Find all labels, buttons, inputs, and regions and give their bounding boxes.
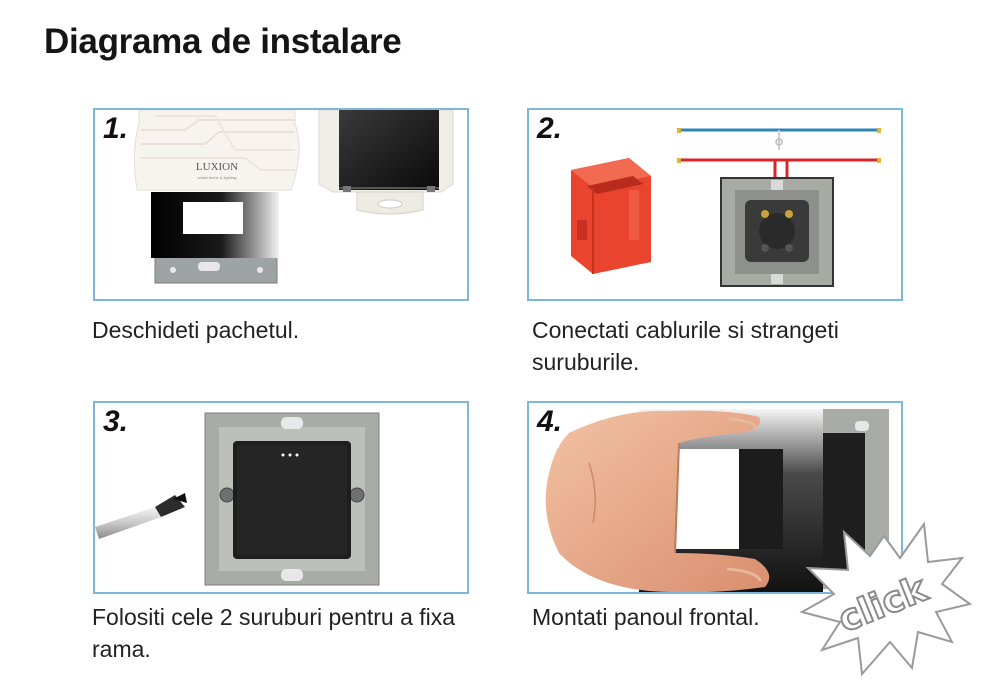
step-1-panel: 1. LUXION smart home & lighting [93, 108, 469, 301]
step-2-panel: 2. [527, 108, 903, 301]
step-3-caption: Folositi cele 2 suruburi pentru a fixa r… [92, 604, 456, 662]
step-4-panel: 4. [527, 401, 903, 594]
click-burst-badge: click [799, 521, 972, 677]
step-4-number: 4. [537, 405, 563, 438]
burst-shape [799, 521, 972, 677]
step-1-number: 1. [103, 112, 129, 145]
step-2-illustration [571, 128, 881, 287]
step-3-number: 3. [103, 405, 129, 438]
step-1-illustration: LUXION smart home & lighting [133, 110, 454, 284]
step-4-caption: Montati panoul frontal. [532, 604, 760, 630]
step-1-caption: Deschideti pachetul. [92, 317, 300, 343]
step-3-illustration [95, 412, 380, 586]
step-3-panel: 3. [93, 401, 469, 594]
page-title: Diagrama de instalare [44, 22, 402, 61]
step-4-illustration [545, 409, 889, 592]
step-2-caption: Conectati cablurile si strangeti surubur… [532, 317, 839, 375]
brand-tagline: smart home & lighting [198, 175, 237, 180]
brand-logo: LUXION [196, 161, 238, 173]
step-2-number: 2. [537, 112, 563, 145]
